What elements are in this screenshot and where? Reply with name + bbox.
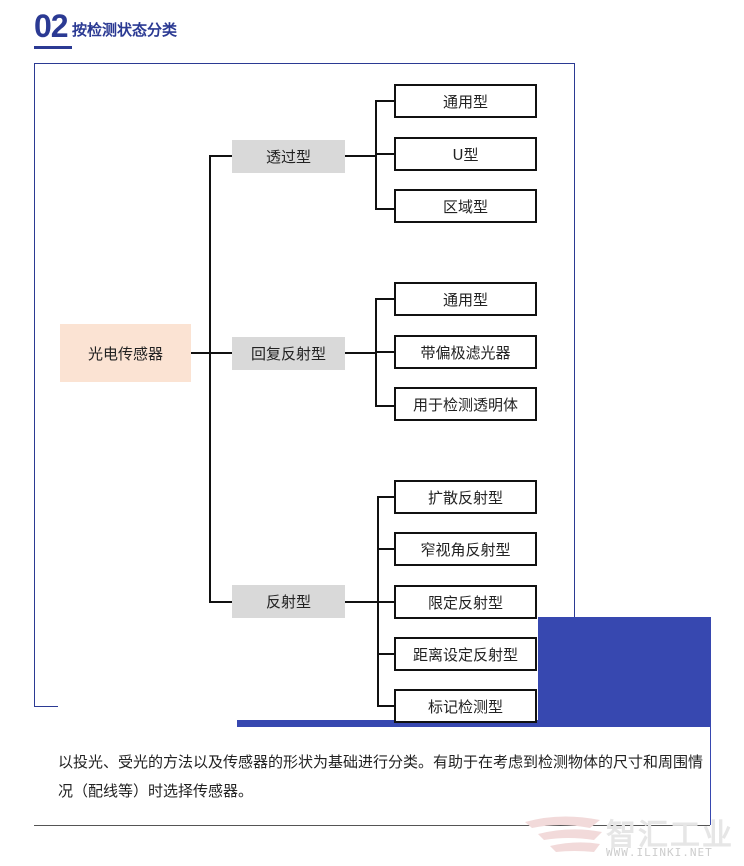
group-node-reflective: 反射型: [232, 585, 345, 618]
group-node-transmission: 透过型: [232, 140, 345, 173]
description-text: 以投光、受光的方法以及传感器的形状为基础进行分类。有助于在考虑到检测物体的尺寸和…: [58, 753, 704, 800]
watermark-text: 智汇工业: [606, 818, 734, 853]
frame-left-line: [34, 63, 35, 707]
bottom-divider: [34, 825, 710, 826]
leaf-node: 用于检测透明体: [394, 387, 537, 421]
leaf-node: 带偏极滤光器: [394, 335, 537, 369]
leaf-node: 距离设定反射型: [394, 637, 537, 671]
leaf-node: 区域型: [394, 189, 537, 223]
decor-blue-block: [538, 617, 711, 727]
leaf-node: 扩散反射型: [394, 480, 537, 514]
frame-bottom-left-line: [34, 706, 58, 707]
decor-right-line: [710, 617, 711, 825]
title-underline: [34, 46, 72, 49]
root-node: 光电传感器: [60, 324, 191, 382]
section-number: 02: [34, 8, 69, 44]
frame-top-line: [34, 63, 575, 64]
leaf-node: 通用型: [394, 84, 537, 118]
leaf-node: 标记检测型: [394, 689, 537, 723]
watermark-logo-icon: [525, 816, 602, 852]
frame-right-line: [574, 63, 575, 618]
watermark-url: WWW.ILINKI.NET: [606, 846, 713, 859]
section-title: 按检测状态分类: [72, 21, 178, 39]
decor-blue-bar: [237, 720, 711, 727]
leaf-node: U型: [394, 137, 537, 171]
leaf-node: 通用型: [394, 282, 537, 316]
leaf-node: 限定反射型: [394, 585, 537, 619]
leaf-node: 窄视角反射型: [394, 532, 537, 566]
group-node-retroreflective: 回复反射型: [232, 337, 345, 370]
